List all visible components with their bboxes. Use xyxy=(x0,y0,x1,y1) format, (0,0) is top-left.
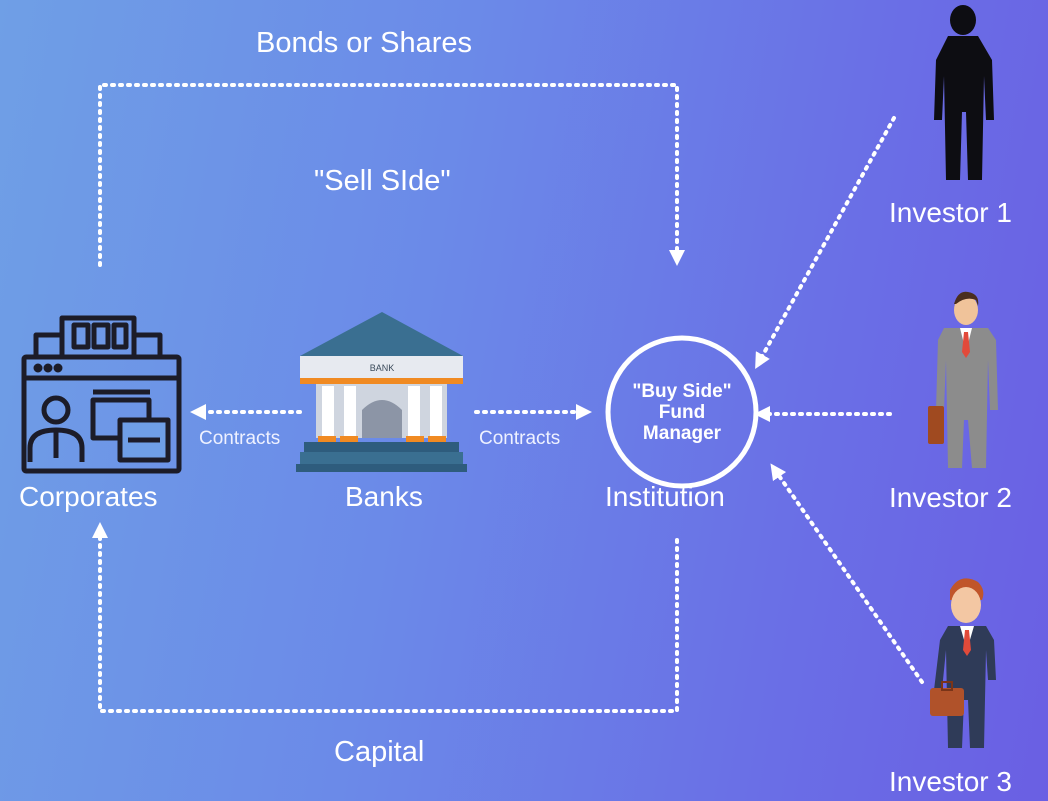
banks-label: Banks xyxy=(345,481,423,512)
institution-label: Institution xyxy=(605,481,725,512)
bonds-flow-line xyxy=(98,83,685,267)
investor-3-arrow xyxy=(770,463,924,684)
sell-side-label: "Sell SIde" xyxy=(314,165,451,197)
contracts-left-label: Contracts xyxy=(199,428,281,449)
fund-manager-line-3: Manager xyxy=(642,422,722,444)
businessman-navy-icon xyxy=(930,578,996,748)
investor-silhouette-icon xyxy=(934,5,994,180)
contracts-right-label: Contracts xyxy=(479,428,561,449)
businessman-grey-icon xyxy=(928,291,998,468)
investor-1-label: Investor 1 xyxy=(889,197,1012,228)
institution-circle xyxy=(605,335,759,489)
investor-3-label: Investor 3 xyxy=(889,766,1012,797)
investor-1-arrow xyxy=(755,116,896,370)
fund-manager-line-1: "Buy Side" xyxy=(632,380,732,402)
capital-flow-line xyxy=(92,522,679,713)
fund-manager-text: "Buy Side" Fund Manager xyxy=(606,336,758,488)
corporate-building-icon xyxy=(21,315,182,474)
bank-sign-text: BANK xyxy=(370,363,395,373)
corporates-label: Corporates xyxy=(19,481,158,512)
bonds-or-shares-label: Bonds or Shares xyxy=(256,27,473,59)
bank-building-icon xyxy=(296,312,467,472)
capital-label: Capital xyxy=(334,736,425,768)
investor-2-label: Investor 2 xyxy=(889,482,1012,513)
fund-manager-line-2: Fund xyxy=(658,401,706,423)
